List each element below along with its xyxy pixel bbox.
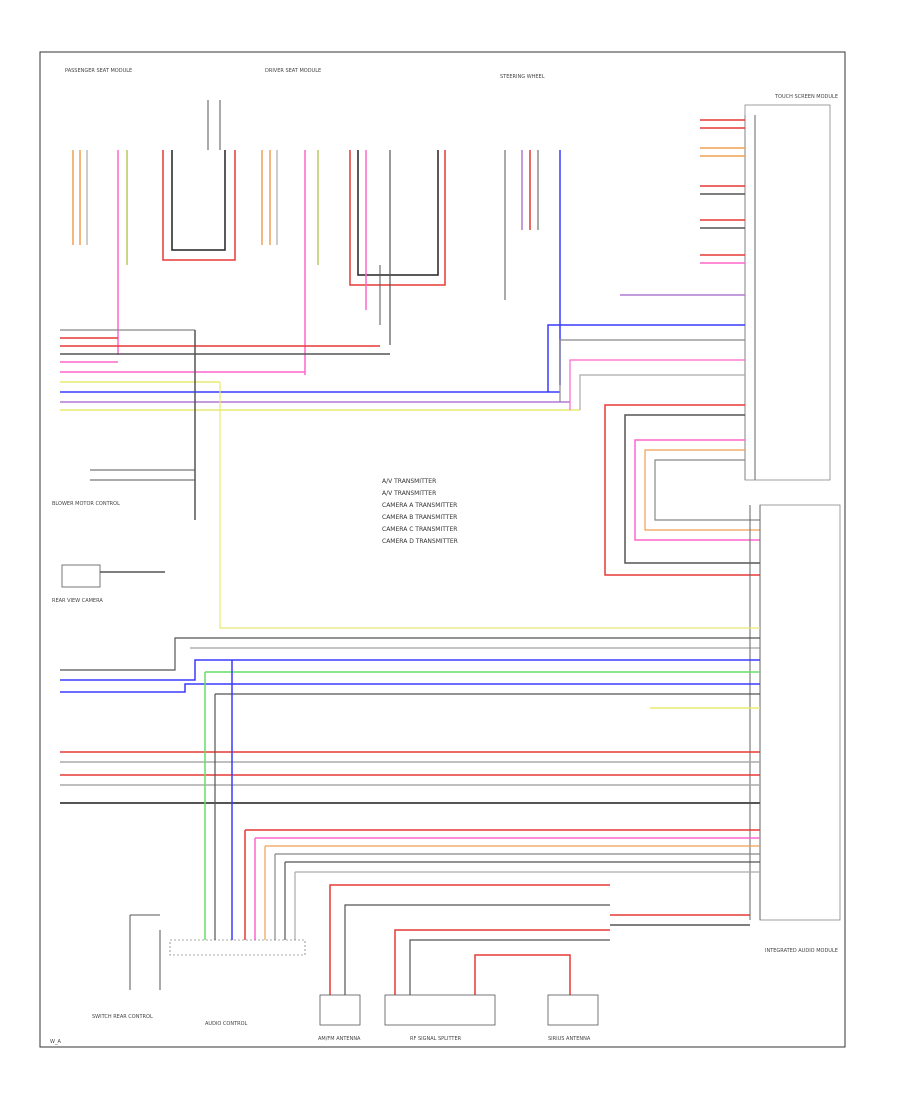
label-am-fm: AM/FM ANTENNA (318, 1036, 361, 1042)
upper-bus (60, 324, 745, 411)
lower-fan (204, 660, 760, 995)
legend-item-5: CAMERA C TRANSMITTER (382, 526, 457, 533)
label-pass-seat: PASSENGER SEAT MODULE (65, 68, 132, 74)
touch-screen-pins (620, 104, 831, 481)
legend-item-3: CAMERA A TRANSMITTER (382, 502, 457, 509)
top-left-wiring (72, 100, 561, 385)
legend-item-4: CAMERA B TRANSMITTER (382, 514, 457, 521)
label-driver-seat: DRIVER SEAT MODULE (265, 68, 321, 74)
label-blower: BLOWER MOTOR CONTROL (52, 501, 120, 507)
legend: A/V TRANSMITTER A/V TRANSMITTER CAMERA A… (382, 478, 458, 545)
legend-item-2: A/V TRANSMITTER (382, 490, 436, 497)
label-camera: REAR VIEW CAMERA (52, 598, 103, 604)
lower-bus (60, 751, 760, 804)
bottom-components (129, 914, 599, 1026)
mid-bus (60, 637, 760, 709)
component-labels: TOUCH SCREEN MODULE INTEGRATED AUDIO MOD… (52, 68, 838, 1042)
label-audio-control: AUDIO CONTROL (205, 1021, 248, 1027)
legend-item-6: CAMERA D TRANSMITTER (382, 538, 458, 545)
label-switch-rear: SWITCH REAR CONTROL (92, 1014, 153, 1020)
right-routing (219, 382, 841, 921)
legend-item-1: A/V TRANSMITTER (382, 478, 436, 485)
footer-code: W_A (50, 1039, 61, 1045)
diagram-frame (39, 51, 846, 1048)
label-splitter: RF SIGNAL SPLITTER (410, 1036, 462, 1042)
label-touch-screen: TOUCH SCREEN MODULE (774, 94, 838, 100)
label-steering: STEERING WHEEL (500, 74, 545, 80)
label-sirius: SIRIUS ANTENNA (548, 1036, 591, 1042)
left-devices (61, 330, 196, 588)
label-audio-module: INTEGRATED AUDIO MODULE (765, 948, 838, 954)
